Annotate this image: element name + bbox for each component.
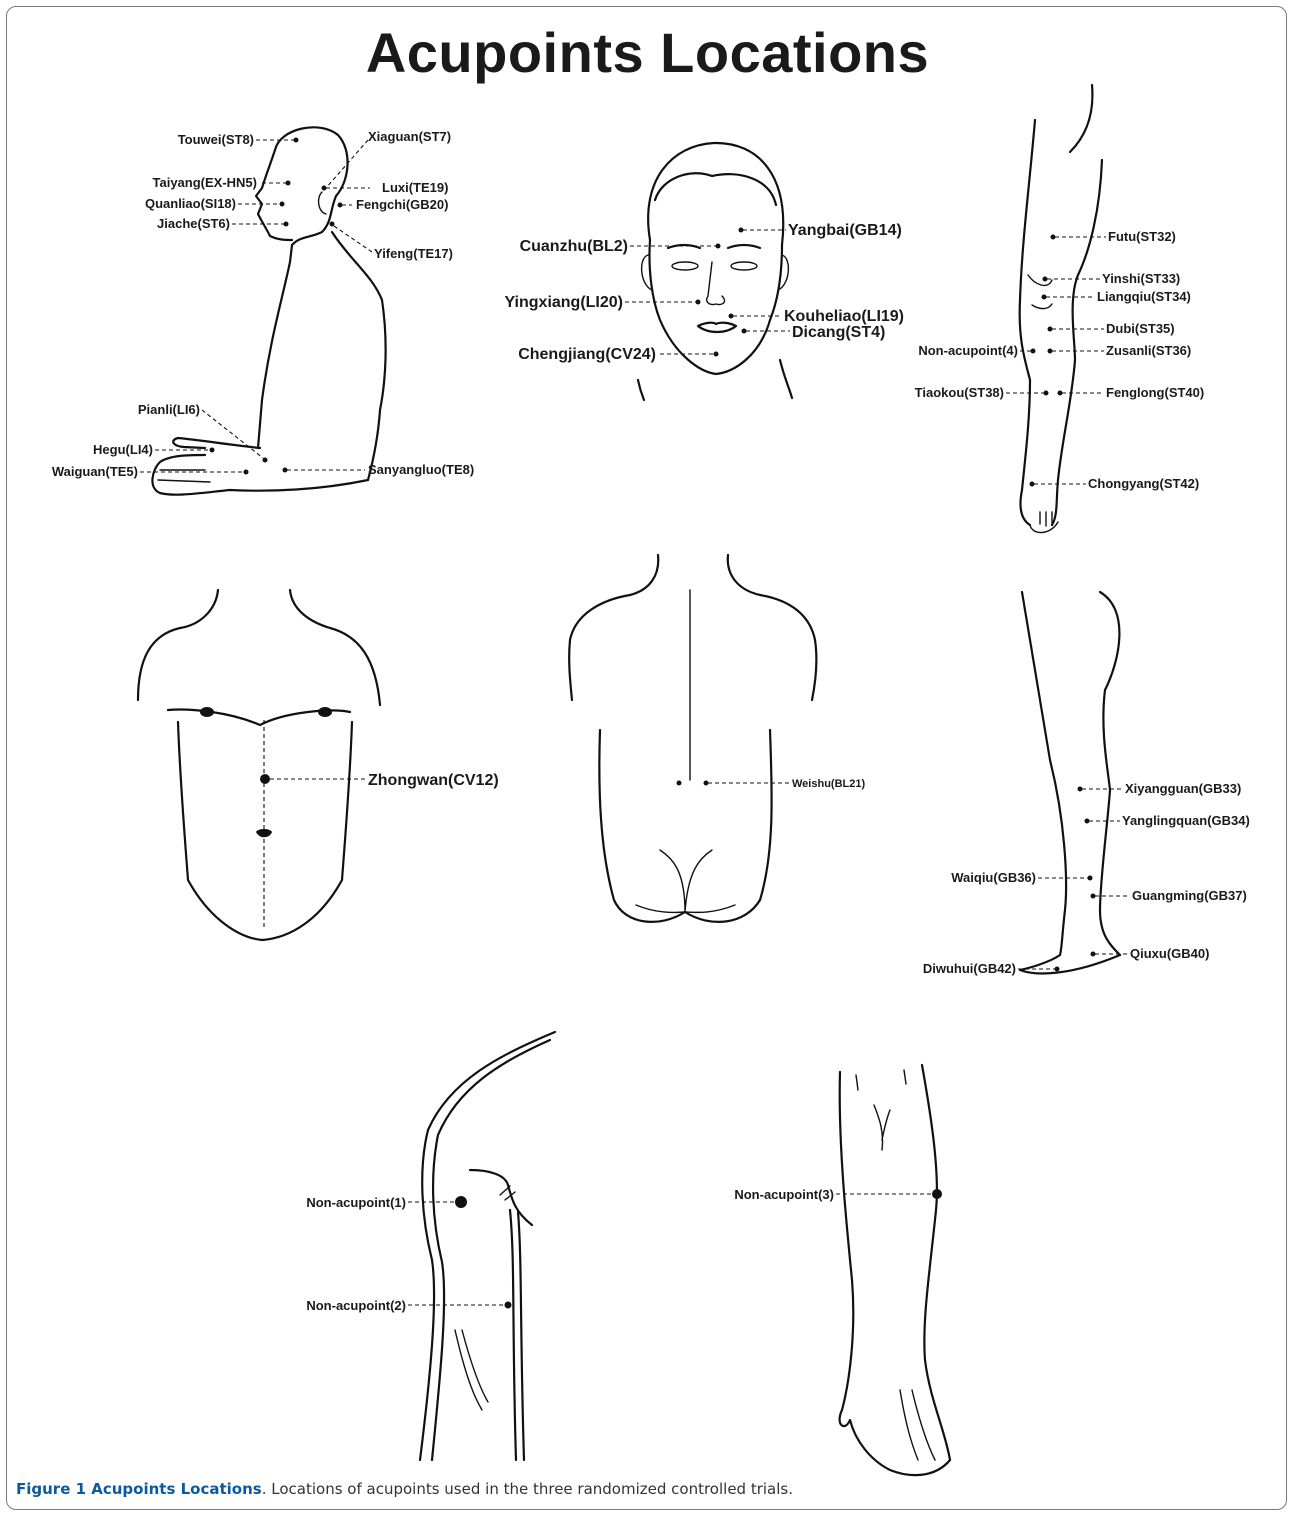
caption-label: Figure 1 Acupoints Locations <box>16 1480 262 1498</box>
label-tiaokou: Tiaokou(ST38) <box>915 385 1004 400</box>
label-kouheliao: Kouheliao(LI19) <box>784 308 904 325</box>
panel-upper-arm: Non-acupoint(1) Non-acupoint(2) <box>306 1032 555 1460</box>
label-diwuhui: Diwuhui(GB42) <box>923 961 1016 976</box>
label-sanyangluo: Sanyangluo(TE8) <box>368 462 474 477</box>
label-guangming: Guangming(GB37) <box>1132 888 1247 903</box>
label-xiaguan: Xiaguan(ST7) <box>368 129 451 144</box>
label-dicang: Dicang(ST4) <box>792 324 885 341</box>
label-fengchi: Fengchi(GB20) <box>356 197 448 212</box>
label-yinshi: Yinshi(ST33) <box>1102 271 1180 286</box>
figure-caption: Figure 1 Acupoints Locations. Locations … <box>16 1480 793 1498</box>
label-waiguan: Waiguan(TE5) <box>52 464 138 479</box>
label-yanglingquan: Yanglingquan(GB34) <box>1122 813 1250 828</box>
panel-front-leg: Futu(ST32) Yinshi(ST33) Liangqiu(ST34) D… <box>915 85 1205 533</box>
label-quanliao: Quanliao(SI18) <box>145 196 236 211</box>
label-dubi: Dubi(ST35) <box>1106 321 1175 336</box>
label-luxi: Luxi(TE19) <box>382 180 448 195</box>
label-qiuxu: Qiuxu(GB40) <box>1130 946 1209 961</box>
panel-face: Yangbai(GB14) Cuanzhu(BL2) Yingxiang(LI2… <box>504 143 904 400</box>
label-jiache: Jiache(ST6) <box>157 216 230 231</box>
label-weishu: Weishu(BL21) <box>792 778 865 790</box>
label-nonacupoint3: Non-acupoint(3) <box>734 1187 834 1202</box>
label-waiqiu: Waiqiu(GB36) <box>951 870 1036 885</box>
label-hegu: Hegu(LI4) <box>93 442 153 457</box>
label-liangqiu: Liangqiu(ST34) <box>1097 289 1191 304</box>
panel-torso-back: Weishu(BL21) <box>569 555 865 922</box>
label-yifeng: Yifeng(TE17) <box>374 246 453 261</box>
panel-side-leg: Xiyangguan(GB33) Yanglingquan(GB34) Waiq… <box>923 592 1250 976</box>
label-yingxiang: Yingxiang(LI20) <box>504 294 623 311</box>
label-nonacupoint4: Non-acupoint(4) <box>918 343 1018 358</box>
label-nonacupoint1: Non-acupoint(1) <box>306 1195 406 1210</box>
label-chengjiang: Chengjiang(CV24) <box>518 346 656 363</box>
caption-text: . Locations of acupoints used in the thr… <box>262 1480 793 1498</box>
label-cuanzhu: Cuanzhu(BL2) <box>520 238 628 255</box>
label-taiyang: Taiyang(EX-HN5) <box>153 175 258 190</box>
label-xiyangguan: Xiyangguan(GB33) <box>1125 781 1241 796</box>
label-fenglong: Fenglong(ST40) <box>1106 385 1204 400</box>
label-yangbai: Yangbai(GB14) <box>788 222 902 239</box>
label-touwei: Touwei(ST8) <box>178 132 254 147</box>
label-futu: Futu(ST32) <box>1108 229 1176 244</box>
panel-forearm: Non-acupoint(3) <box>734 1065 950 1475</box>
label-pianli: Pianli(LI6) <box>138 402 200 417</box>
panel-side-head-arm: Touwei(ST8) Xiaguan(ST7) Taiyang(EX-HN5)… <box>52 127 474 494</box>
label-chongyang: Chongyang(ST42) <box>1088 476 1199 491</box>
label-zhongwan: Zhongwan(CV12) <box>368 772 499 789</box>
panel-torso-front: Zhongwan(CV12) <box>138 590 499 940</box>
label-nonacupoint2: Non-acupoint(2) <box>306 1298 406 1313</box>
label-zusanli: Zusanli(ST36) <box>1106 343 1191 358</box>
